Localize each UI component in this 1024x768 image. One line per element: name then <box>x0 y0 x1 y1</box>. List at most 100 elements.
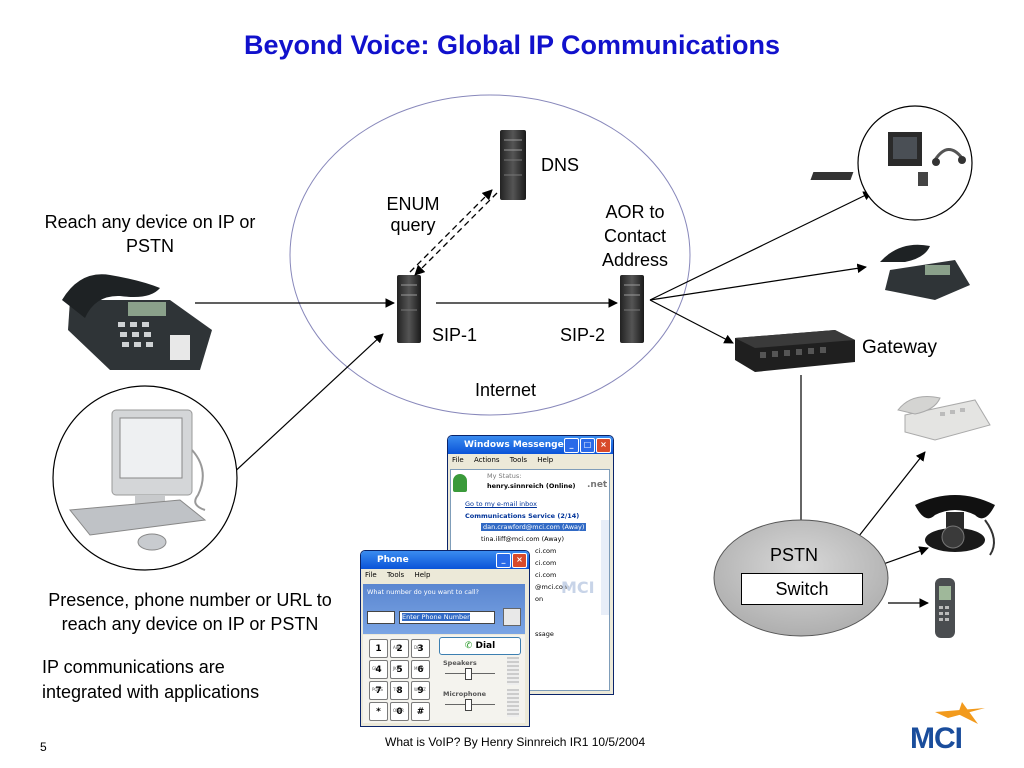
key-letters: PQRS <box>372 687 383 692</box>
phone-menu-file[interactable]: File <box>365 571 377 579</box>
contact-item[interactable]: ci.com <box>535 559 557 567</box>
key-digit: 1 <box>375 644 382 654</box>
messenger-body: My Status: henry.sinnreich (Online) .net… <box>450 469 610 691</box>
menu-tools[interactable]: Tools <box>509 456 528 464</box>
menu-help[interactable]: Help <box>537 456 554 464</box>
phone-menu-help[interactable]: Help <box>414 571 431 579</box>
messenger-scrollbar[interactable] <box>601 520 609 615</box>
phone-prompt: What number do you want to call? <box>367 588 480 596</box>
phone-titlebar: Phone _ × <box>361 551 529 569</box>
dial-label: Dial <box>475 641 496 651</box>
page-number: 5 <box>40 740 47 754</box>
microphone-level-meter <box>507 689 519 717</box>
rotary-phone-icon <box>915 495 995 556</box>
key-digit: 2 <box>396 644 403 654</box>
presence-line2: reach any device on IP or PSTN <box>61 614 319 634</box>
reach-line1: Reach any device on IP or <box>44 212 256 232</box>
key-digit: # <box>416 707 425 717</box>
phone-menu-tools[interactable]: Tools <box>386 571 405 579</box>
contacts-icon[interactable] <box>503 608 521 626</box>
ipcomm-label: IP communications are integrated with ap… <box>42 655 259 705</box>
contact-item[interactable]: on <box>535 595 544 603</box>
key-letters: JKL <box>393 666 400 671</box>
menu-file[interactable]: File <box>452 456 464 464</box>
presence-line1: Presence, phone number or URL to <box>48 590 332 610</box>
contact-group[interactable]: Communications Service (2/14) <box>465 512 580 520</box>
aor-line3: Address <box>601 250 669 270</box>
keypad-key[interactable]: * <box>369 702 388 721</box>
maximize-button[interactable]: □ <box>580 438 595 453</box>
my-status-label: My Status: <box>487 472 522 480</box>
contact-item[interactable]: ci.com <box>535 547 557 555</box>
footer-text: What is VoIP? By Henry Sinnreich IR1 10/… <box>385 735 646 749</box>
enum-query-line2: query <box>390 215 436 235</box>
pstn-label: PSTN <box>770 545 819 565</box>
dns-server-icon <box>500 130 526 200</box>
contact-item[interactable]: ci.com <box>535 571 557 579</box>
key-digit: 9 <box>417 686 424 696</box>
gateway-label: Gateway <box>862 337 937 358</box>
key-letters: TUV <box>393 687 402 692</box>
key-letters: OPER <box>393 708 404 713</box>
phone-close-button[interactable]: × <box>512 553 527 568</box>
mci-watermark: MCI <box>561 578 595 597</box>
inbox-link[interactable]: Go to my e-mail inbox <box>465 500 537 508</box>
key-digit: 6 <box>417 665 424 675</box>
dial-button[interactable]: ✆ Dial <box>439 637 521 655</box>
phone-number-input[interactable]: Enter Phone Number <box>399 611 495 624</box>
phone-menu: File Tools Help <box>361 569 529 582</box>
desk-phone-icon <box>62 274 212 370</box>
key-digit: 7 <box>375 686 382 696</box>
country-select[interactable] <box>367 611 395 624</box>
analog-phone-icon <box>897 396 991 441</box>
phone-title: Phone <box>377 555 409 565</box>
contact-item[interactable]: dan.crawford@mci.com (Away) <box>481 523 587 531</box>
presence-label: Presence, phone number or URL to reach a… <box>20 588 360 636</box>
close-button[interactable]: × <box>596 438 611 453</box>
net-badge: .net <box>587 480 608 490</box>
key-letters: MNO <box>414 666 424 671</box>
speakers-label: Speakers <box>443 659 477 667</box>
mci-logo-icon <box>935 702 985 724</box>
contact-item[interactable]: @mci.com <box>535 583 570 591</box>
enum-query-label: ENUM query <box>378 194 448 236</box>
phone-minimize-button[interactable]: _ <box>496 553 511 568</box>
speaker-level-meter <box>507 657 519 685</box>
minimize-button[interactable]: _ <box>564 438 579 453</box>
mobile-phone-icon <box>935 578 955 638</box>
ipcomm-line1: IP communications are <box>42 657 225 677</box>
user-status[interactable]: henry.sinnreich (Online) <box>487 482 576 490</box>
keypad-key[interactable]: 1 <box>369 639 388 658</box>
speakers-slider[interactable] <box>465 668 472 680</box>
phone-handset-icon: ✆ <box>464 641 473 651</box>
menu-actions[interactable]: Actions <box>473 456 500 464</box>
user-avatar-icon <box>453 474 467 492</box>
internet-cloud <box>289 94 691 416</box>
key-digit: 8 <box>396 686 403 696</box>
slide-title: Beyond Voice: Global IP Communications <box>243 30 781 60</box>
sip1-label: SIP-1 <box>432 325 478 345</box>
ipcomm-line2: integrated with applications <box>42 682 260 702</box>
contact-item[interactable]: tina.iliff@mci.com (Away) <box>481 535 565 543</box>
sip2-server-icon <box>620 275 644 343</box>
phone-window: Phone _ × File Tools Help What number do… <box>360 550 530 727</box>
keypad-key[interactable]: # <box>411 702 430 721</box>
microphone-slider[interactable] <box>465 699 472 711</box>
key-digit: 4 <box>375 665 382 675</box>
sip2-label: SIP-2 <box>560 325 606 345</box>
key-letters: WXYZ <box>414 687 426 692</box>
internet-label: Internet <box>475 380 537 400</box>
messenger-titlebar: Windows Messenger _ □ × <box>448 436 613 454</box>
dns-label: DNS <box>541 155 580 175</box>
